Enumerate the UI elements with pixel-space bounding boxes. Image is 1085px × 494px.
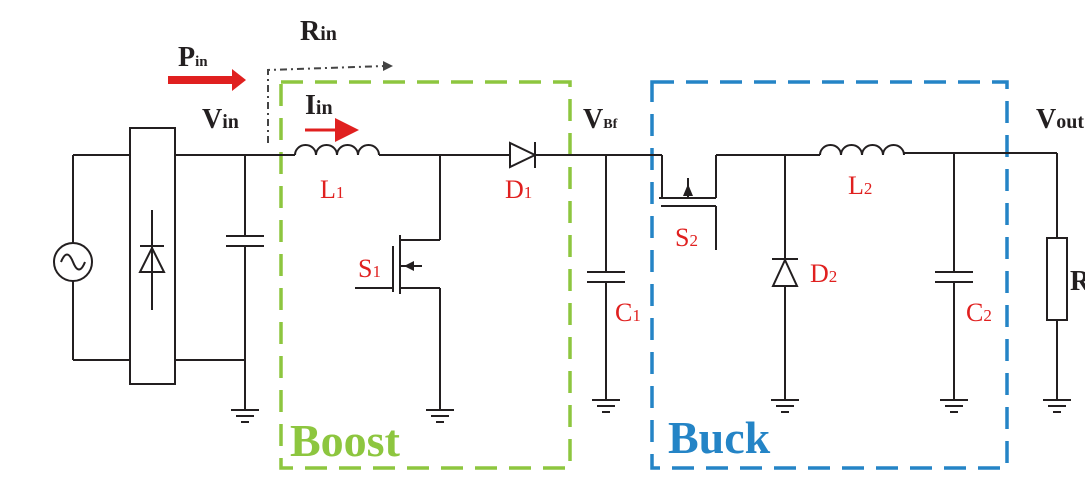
pin-arrow [168, 69, 246, 91]
d2-label: D2 [810, 259, 837, 288]
ground-icon [940, 399, 968, 413]
l1-label: L1 [320, 175, 344, 204]
c2-label: C2 [966, 298, 992, 327]
resistor-icon [1046, 153, 1068, 400]
diode-icon [771, 155, 799, 400]
pin-label: Pin [178, 42, 208, 73]
rl-label: R [1070, 266, 1085, 297]
capacitor-icon [587, 155, 625, 400]
diode-icon [509, 141, 538, 169]
ground-icon [426, 409, 454, 423]
ground-icon [1043, 399, 1071, 413]
vin-label: Vin [202, 104, 239, 135]
bridge-rectifier-icon [129, 127, 295, 385]
capacitor-icon [935, 153, 973, 400]
mosfet-icon [355, 155, 441, 410]
vbf-label: VBf [583, 104, 618, 135]
boost-title: Boost [290, 415, 401, 466]
buck-title: Buck [668, 412, 771, 463]
rin-label: Rin [300, 16, 337, 47]
iin-label: Iin [305, 90, 333, 121]
mosfet-icon [659, 154, 820, 250]
s2-label: S2 [675, 223, 698, 252]
d1-label: D1 [505, 175, 532, 204]
inductor-icon [294, 144, 380, 156]
ground-icon [592, 399, 620, 413]
buck-block-outline [650, 80, 1009, 470]
s1-label: S1 [358, 254, 381, 283]
input-capacitor-icon [226, 155, 264, 410]
ac-source-icon [53, 154, 130, 361]
ground-icon [771, 399, 799, 413]
inductor-icon [819, 144, 905, 156]
vout-label: Vout [1036, 104, 1084, 135]
boost-block-outline [279, 80, 572, 470]
l2-label: L2 [848, 171, 872, 200]
c1-label: C1 [615, 298, 641, 327]
ground-icon [231, 409, 259, 423]
rin-arrow [267, 65, 386, 143]
